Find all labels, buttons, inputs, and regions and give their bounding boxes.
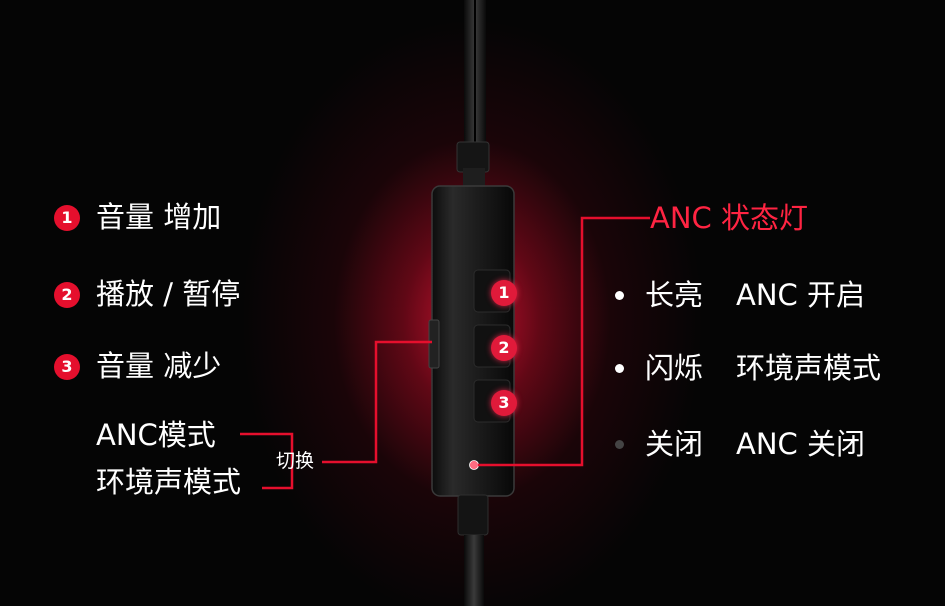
function-3-label: 音量 减少 bbox=[96, 349, 222, 383]
function-3-number: 3 bbox=[54, 354, 80, 380]
state-on-light: 长亮 bbox=[645, 278, 704, 312]
function-1-number: 1 bbox=[54, 205, 80, 231]
anc-indicator-title: ANC 状态灯 bbox=[650, 201, 808, 235]
mode-anc-label: ANC模式 bbox=[96, 418, 216, 452]
function-2-label: 播放 / 暂停 bbox=[96, 277, 241, 311]
state-on-dot bbox=[615, 291, 624, 300]
button-2-number: 2 bbox=[491, 335, 517, 361]
state-blink-dot bbox=[615, 364, 624, 373]
mode-switch-slider bbox=[428, 319, 440, 369]
connector-top bbox=[456, 141, 490, 173]
state-blink-light: 闪烁 bbox=[645, 351, 704, 385]
connector-bottom bbox=[457, 494, 489, 536]
state-blink-meaning: 环境声模式 bbox=[736, 351, 882, 385]
switch-action-label: 切换 bbox=[276, 450, 315, 472]
function-1-label: 音量 增加 bbox=[96, 200, 222, 234]
button-3-number: 3 bbox=[491, 390, 517, 416]
mode-ambient-label: 环境声模式 bbox=[96, 465, 242, 499]
function-2-number: 2 bbox=[54, 282, 80, 308]
cable-bottom bbox=[464, 535, 484, 606]
state-off-dot bbox=[615, 440, 624, 449]
button-1-number: 1 bbox=[491, 280, 517, 306]
state-off-light: 关闭 bbox=[645, 427, 704, 461]
anc-led bbox=[469, 460, 479, 470]
state-on-meaning: ANC 开启 bbox=[736, 278, 865, 312]
state-off-meaning: ANC 关闭 bbox=[736, 427, 865, 461]
